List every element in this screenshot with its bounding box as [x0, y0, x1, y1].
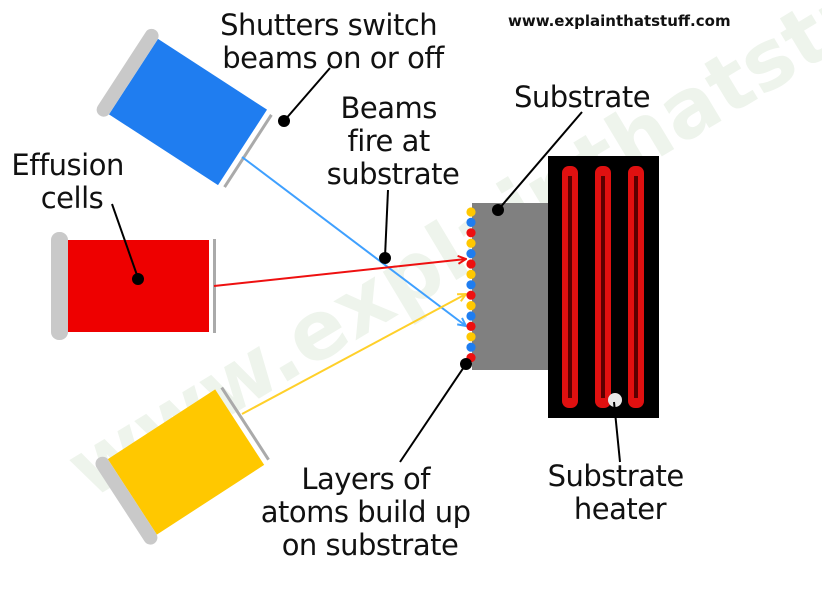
atom-dot [466, 228, 476, 238]
substrate-heater [548, 156, 659, 418]
label-substrate-heater: Substrate heater [548, 459, 693, 526]
leader-beams [384, 189, 389, 258]
atom-dot [466, 269, 476, 279]
label-layers: Layers of atoms build up on substrate [261, 462, 480, 562]
yellow-beam-arrow [241, 294, 466, 415]
red-cell-cap [51, 232, 68, 340]
heater-coils [562, 166, 644, 408]
label-effusion-cells: Effusion cells [11, 148, 132, 215]
leader-shutters [283, 67, 331, 122]
leader-layers [399, 363, 467, 463]
leader-dots [132, 115, 504, 370]
atom-dot [466, 207, 476, 217]
atom-dot [466, 259, 476, 269]
red-cell-body [68, 240, 209, 332]
blue-effusion-cell [96, 28, 273, 188]
heater-indicator-dot [608, 393, 622, 407]
yellow-cell-cap [95, 456, 158, 545]
heater-coil-core [634, 176, 638, 398]
substrate-block [472, 203, 548, 370]
heater-coil-core [601, 176, 605, 398]
atom-dot [466, 342, 476, 352]
blue-cell-shutter [223, 114, 273, 188]
atom-dot [466, 301, 476, 311]
leader-heater [613, 401, 621, 463]
atom-dot [466, 290, 476, 300]
dot-shutter [278, 115, 290, 127]
atom-dot [466, 249, 476, 259]
dot-beam [379, 252, 391, 264]
dot-effusion [132, 273, 144, 285]
blue-beam-arrow [241, 156, 466, 326]
source-url: www.explainthatstuff.com [508, 12, 731, 30]
label-shutters: Shutters switch beams on or off [220, 8, 446, 75]
leader-substrate [497, 111, 583, 211]
blue-cell-cap [96, 28, 159, 117]
dot-layers [460, 358, 472, 370]
atom-dot [466, 238, 476, 248]
atom-dot [466, 217, 476, 227]
red-beam-arrow [213, 259, 466, 287]
yellow-cell-body [107, 389, 265, 535]
red-effusion-cell [51, 232, 216, 340]
yellow-cell-shutter [220, 386, 270, 461]
atom-dot [466, 311, 476, 321]
blue-cell-body [108, 38, 268, 186]
atom-dot [466, 332, 476, 342]
label-beams: Beams fire at substrate [327, 91, 460, 191]
atom-dot [466, 280, 476, 290]
leader-lines [111, 67, 621, 463]
leader-effusion [111, 203, 139, 279]
yellow-effusion-cell [95, 386, 270, 545]
atom-layers [466, 207, 476, 363]
label-substrate: Substrate [514, 80, 650, 114]
atom-dot [466, 321, 476, 331]
heater-coil-core [568, 176, 572, 398]
dot-substrate [492, 204, 504, 216]
